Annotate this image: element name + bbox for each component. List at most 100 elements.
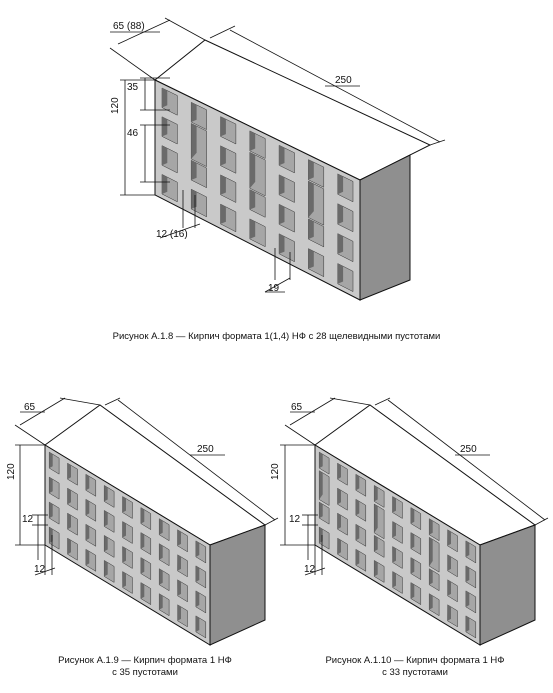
brick-a18-dimensions bbox=[109, 17, 446, 293]
caption-a110-line1: Рисунок А.1.10 — Кирпич формата 1 НФ bbox=[325, 655, 505, 666]
a18-void-shade bbox=[337, 203, 344, 225]
a19-void-shade bbox=[140, 557, 145, 574]
a19-void-shade bbox=[122, 496, 126, 513]
a18-width-label: 65 (88) bbox=[113, 21, 145, 32]
a19-void-shade bbox=[159, 543, 163, 560]
a18-void-shade bbox=[249, 152, 256, 189]
a19-rib-label-a: 12 bbox=[22, 514, 34, 525]
a18-void-shade bbox=[308, 159, 314, 180]
a18-void-shade bbox=[162, 88, 168, 108]
a19-void-shade bbox=[122, 546, 126, 563]
a110-void-shade bbox=[429, 568, 433, 585]
a18-void-width-label: 19 bbox=[268, 283, 280, 294]
a110-length-label: 250 bbox=[460, 444, 477, 455]
brick-a110-side-face bbox=[479, 524, 536, 646]
a18-void-shade bbox=[249, 189, 256, 210]
a19-void-shade bbox=[122, 571, 126, 588]
a18-void-shade bbox=[249, 130, 256, 151]
a110-void-shade bbox=[374, 485, 378, 502]
a110-void-shade bbox=[410, 532, 415, 549]
a19-void-shade bbox=[85, 524, 90, 541]
caption-a19-line1: Рисунок А.1.9 — Кирпич формата 1 НФ bbox=[58, 655, 232, 666]
caption-a19: Рисунок А.1.9 — Кирпич формата 1 НФ с 35… bbox=[20, 655, 270, 679]
a19-width-label: 65 bbox=[24, 402, 36, 413]
a110-void-shade bbox=[355, 499, 360, 516]
a110-void-shade bbox=[337, 488, 341, 505]
a110-void-shade bbox=[392, 521, 396, 538]
a19-void-shade bbox=[49, 502, 53, 519]
a18-void-shade bbox=[279, 204, 285, 225]
a110-void-shade bbox=[374, 535, 378, 552]
a19-void-shade bbox=[104, 535, 108, 552]
a110-void-shade bbox=[429, 537, 433, 567]
a110-void-shade bbox=[465, 565, 470, 582]
a110-width-label: 65 bbox=[291, 402, 303, 413]
a19-void-shade bbox=[177, 579, 181, 596]
a19-void-shade bbox=[104, 510, 108, 527]
a110-void-shade bbox=[392, 546, 396, 563]
caption-a19-line2: с 35 пустотами bbox=[112, 667, 178, 678]
a110-rib-label-b: 12 bbox=[304, 564, 316, 575]
a110-void-shade bbox=[355, 474, 360, 491]
a18-void-shade bbox=[220, 174, 226, 195]
a110-void-shade bbox=[410, 582, 415, 599]
a19-height-label: 120 bbox=[6, 463, 17, 480]
a110-rib-label-a: 12 bbox=[289, 514, 301, 525]
a110-void-shade bbox=[447, 554, 451, 571]
a18-void-shade bbox=[220, 145, 226, 166]
a18-void-shade bbox=[162, 174, 168, 194]
a110-void-shade bbox=[337, 513, 341, 530]
a19-void-shade bbox=[104, 485, 108, 502]
a18-void-shade bbox=[308, 248, 314, 269]
a18-void-shade bbox=[308, 218, 314, 240]
a110-void-shade bbox=[465, 615, 470, 632]
a19-void-shade bbox=[122, 521, 126, 538]
a19-void-shade bbox=[67, 488, 71, 505]
a18-void-shade bbox=[249, 218, 256, 239]
a19-void-shade bbox=[85, 474, 90, 491]
a18-void-shade bbox=[162, 116, 168, 137]
a18-void-shade bbox=[337, 173, 344, 195]
a110-void-shade bbox=[410, 507, 415, 524]
a19-void-shade bbox=[195, 565, 200, 582]
a110-void-shade bbox=[447, 604, 451, 621]
a19-void-shade bbox=[195, 615, 200, 632]
a110-void-shade bbox=[392, 496, 396, 513]
a18-void-top-label: 35 bbox=[127, 82, 139, 93]
a110-height-label: 120 bbox=[270, 463, 281, 480]
brick-a18-voids bbox=[161, 87, 354, 293]
brick-a18 bbox=[154, 39, 432, 301]
caption-a110-line2: с 33 пустотами bbox=[382, 667, 448, 678]
a18-void-shade bbox=[191, 160, 197, 180]
a19-void-shade bbox=[67, 463, 71, 480]
brick-a19-side-face bbox=[209, 524, 266, 646]
a19-void-shade bbox=[85, 499, 90, 516]
a19-void-shade bbox=[177, 554, 181, 571]
a18-void-shade bbox=[220, 204, 226, 224]
a110-void-shade bbox=[337, 463, 341, 480]
a19-void-shade bbox=[49, 452, 53, 469]
brick-a18-side-face bbox=[359, 154, 411, 301]
a110-void-shade bbox=[319, 452, 323, 469]
a19-length-label: 250 bbox=[197, 444, 214, 455]
a19-rib-label-b: 12 bbox=[34, 564, 46, 575]
a19-void-shade bbox=[140, 532, 145, 549]
a18-height-label: 120 bbox=[110, 97, 121, 114]
a19-void-shade bbox=[159, 593, 163, 610]
caption-a110: Рисунок А.1.10 — Кирпич формата 1 НФ с 3… bbox=[290, 655, 540, 679]
a110-void-shade bbox=[355, 524, 360, 541]
a18-void-shade bbox=[308, 181, 314, 218]
a110-void-shade bbox=[374, 504, 378, 533]
a110-void-shade bbox=[429, 518, 433, 535]
a19-void-shade bbox=[85, 549, 90, 566]
a18-void-shade bbox=[220, 116, 226, 137]
a19-void-shade bbox=[104, 560, 108, 577]
a110-void-shade bbox=[392, 571, 396, 588]
a110-void-shade bbox=[429, 593, 433, 610]
a19-void-shade bbox=[140, 507, 145, 524]
a18-void-shade bbox=[191, 189, 197, 209]
a110-void-shade bbox=[465, 540, 470, 557]
a19-void-shade bbox=[67, 538, 71, 555]
a19-void-shade bbox=[177, 529, 181, 546]
